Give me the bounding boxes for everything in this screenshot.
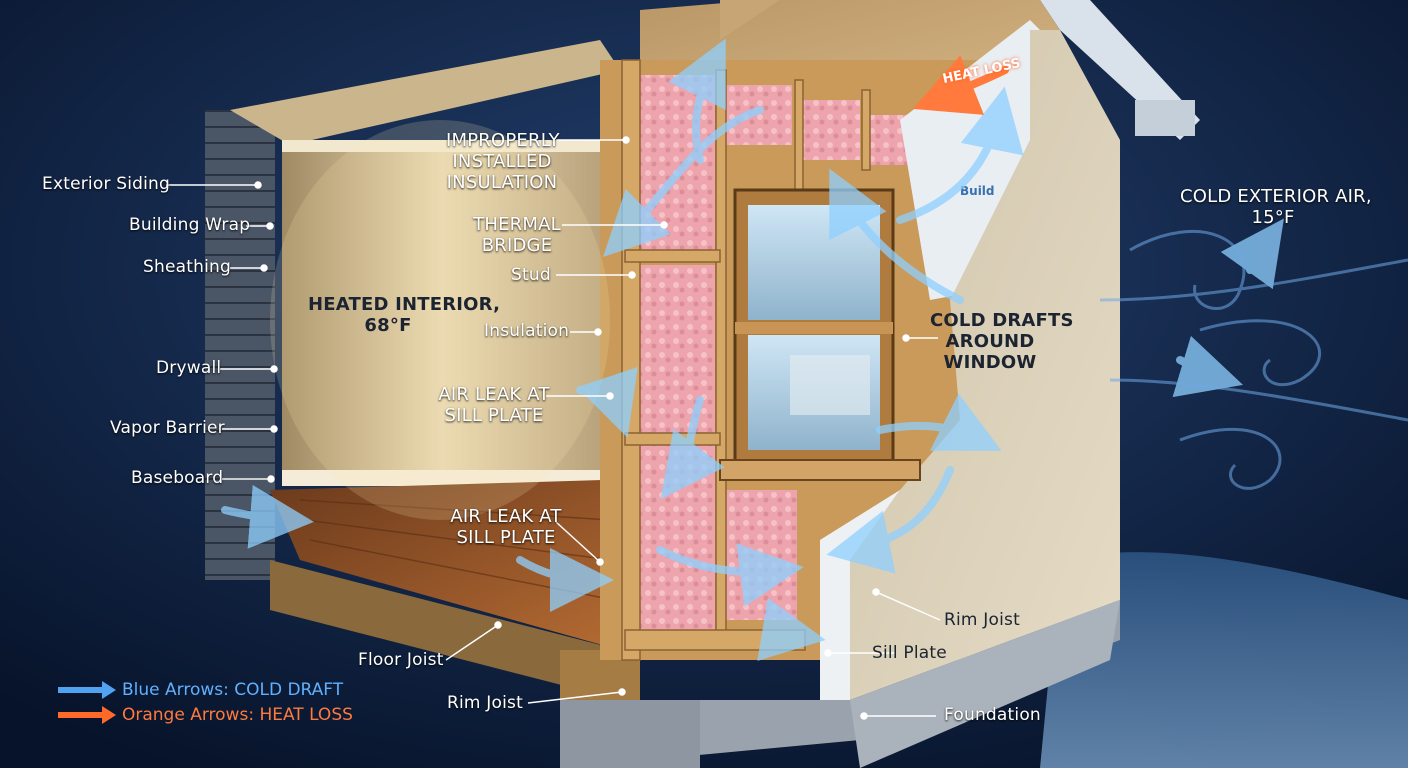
label-air-leak-sill-plate-upper: AIR LEAK AT SILL PLATE bbox=[438, 384, 550, 426]
label-drywall: Drywall bbox=[156, 358, 222, 378]
label-thermal-bridge: THERMAL BRIDGE bbox=[473, 214, 561, 256]
label-foundation: Foundation bbox=[944, 705, 1041, 725]
svg-text:Build: Build bbox=[960, 184, 995, 198]
blue-arrow-icon bbox=[58, 681, 116, 699]
label-air-leak-sill-plate-lower: AIR LEAK AT SILL PLATE bbox=[450, 506, 562, 548]
label-heated-interior: HEATED INTERIOR, 68°F bbox=[308, 294, 501, 336]
orange-arrow-icon bbox=[58, 706, 116, 724]
label-improperly-installed-insulation: IMPROPERLY INSTALLED INSULATION bbox=[446, 130, 560, 193]
label-vapor-barrier: Vapor Barrier bbox=[110, 418, 225, 438]
label-floor-joist: Floor Joist bbox=[358, 650, 444, 670]
label-cold-exterior-air: COLD EXTERIOR AIR, 15°F bbox=[1180, 186, 1372, 228]
label-exterior-siding: Exterior Siding bbox=[42, 174, 171, 194]
legend-cold-draft: Blue Arrows: COLD DRAFT bbox=[58, 680, 343, 700]
label-baseboard: Baseboard bbox=[131, 468, 224, 488]
label-cold-drafts-window: COLD DRAFTS AROUND WINDOW bbox=[930, 310, 1074, 373]
label-rim-joist-bottom: Rim Joist bbox=[447, 693, 523, 713]
label-sill-plate: Sill Plate bbox=[872, 643, 947, 663]
legend-heat-loss: Orange Arrows: HEAT LOSS bbox=[58, 705, 353, 725]
label-insulation: Insulation bbox=[484, 321, 570, 341]
label-stud: Stud bbox=[511, 265, 551, 285]
label-sheathing: Sheathing bbox=[143, 257, 231, 277]
label-rim-joist-right: Rim Joist bbox=[944, 610, 1020, 630]
label-building-wrap: Building Wrap bbox=[129, 215, 251, 235]
